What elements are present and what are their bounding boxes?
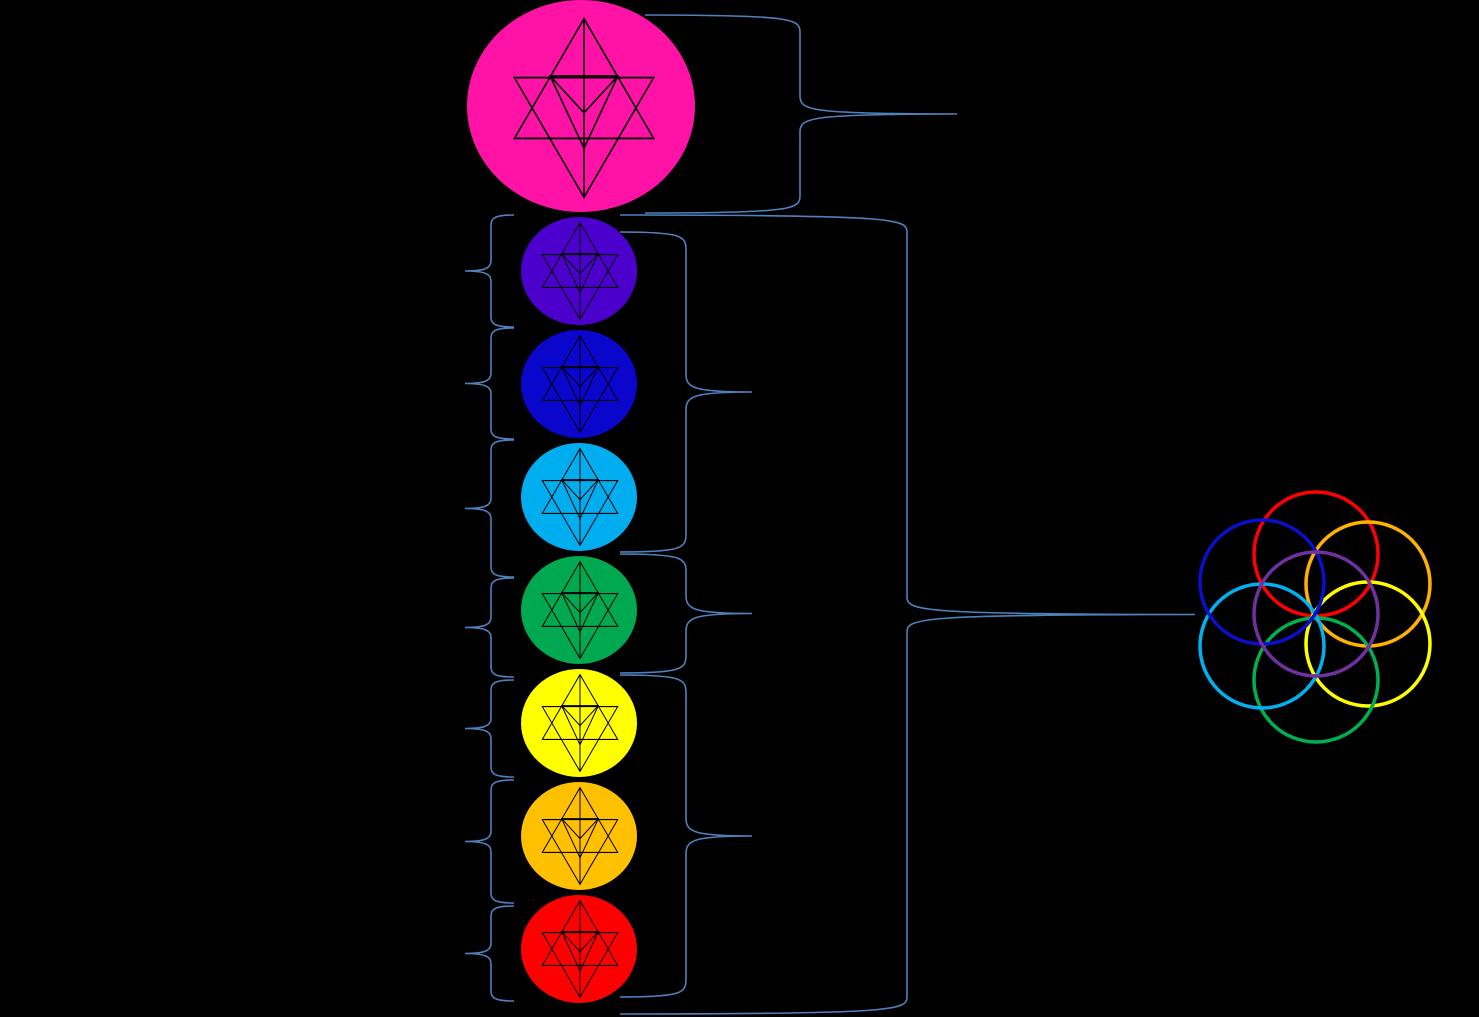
chakra-circle-sky	[521, 443, 637, 551]
chakra-circle-green	[521, 556, 637, 664]
chakra-circle-yellow	[521, 669, 637, 777]
seed-of-life-layer	[1198, 490, 1432, 744]
upper-triad-bracket	[619, 231, 753, 553]
chakra-merkaba-icon-blue	[541, 334, 619, 434]
crown-bracket	[644, 14, 958, 214]
chakra-circle-blue	[521, 330, 637, 438]
chakra-left-bracket-3	[464, 439, 515, 578]
chakra-merkaba-icon-red	[541, 899, 619, 999]
chakra-circle-indigo	[521, 217, 637, 325]
chakra-circle-orange	[521, 782, 637, 890]
chakra-left-bracket-1	[464, 214, 515, 328]
seed-ring-violet	[1252, 550, 1380, 678]
chakra-left-bracket-4	[464, 577, 515, 678]
chakra-merkaba-icon-sky	[541, 447, 619, 547]
chakra-left-bracket-6	[464, 779, 515, 904]
chakra-column-layer	[521, 217, 637, 1003]
chakra-left-bracket-5	[464, 679, 515, 778]
chakra-merkaba-icon-indigo	[541, 221, 619, 321]
chakra-merkaba-icon-green	[541, 560, 619, 660]
chakra-merkaba-icon-orange	[541, 786, 619, 886]
crown-merkaba-icon	[513, 17, 655, 199]
crown-chakra-layer	[467, 0, 695, 212]
crown-chakra-circle	[467, 0, 695, 212]
column-to-seed-bracket	[619, 214, 1196, 1015]
brackets-layer	[464, 14, 1196, 1015]
chakra-circle-red	[521, 895, 637, 1003]
lower-triad-bracket	[619, 674, 753, 998]
chakra-merkaba-icon-yellow	[541, 673, 619, 773]
chakra-left-bracket-7	[464, 905, 515, 1002]
heart-bracket	[619, 553, 753, 674]
chakra-left-bracket-2	[464, 327, 515, 440]
